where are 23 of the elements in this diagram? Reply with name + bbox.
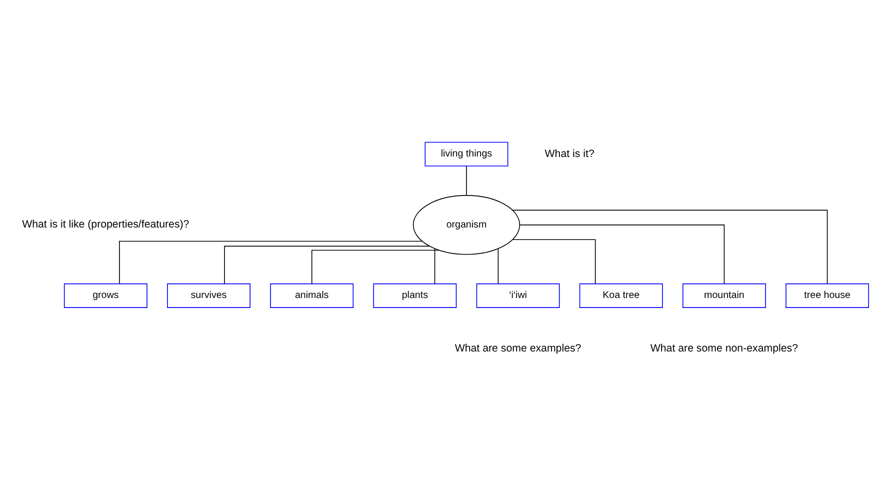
- label: What are some non-examples?: [650, 342, 798, 355]
- node-box: tree house: [786, 283, 870, 308]
- label: What is it?: [544, 148, 594, 160]
- node-box: survives: [167, 283, 250, 308]
- connector: [512, 239, 596, 284]
- connector: [311, 250, 440, 284]
- connector: [434, 248, 436, 284]
- connector: [498, 248, 499, 284]
- node-box: grows: [64, 283, 148, 308]
- connector: [512, 210, 828, 284]
- node-ellipse: organism: [412, 195, 520, 255]
- connector: [224, 246, 430, 284]
- connector: [119, 240, 423, 284]
- node-box: Koa tree: [579, 283, 663, 308]
- label: What is it like (properties/features)?: [22, 218, 190, 231]
- node-box: living things: [424, 142, 508, 166]
- connector: [519, 224, 725, 284]
- connector: [466, 166, 467, 196]
- label: What are some examples?: [454, 342, 582, 355]
- node-box: mountain: [682, 283, 766, 308]
- node-box: plants: [373, 283, 457, 308]
- node-box: animals: [270, 283, 354, 308]
- node-box: ‘i‘iwi: [476, 283, 560, 308]
